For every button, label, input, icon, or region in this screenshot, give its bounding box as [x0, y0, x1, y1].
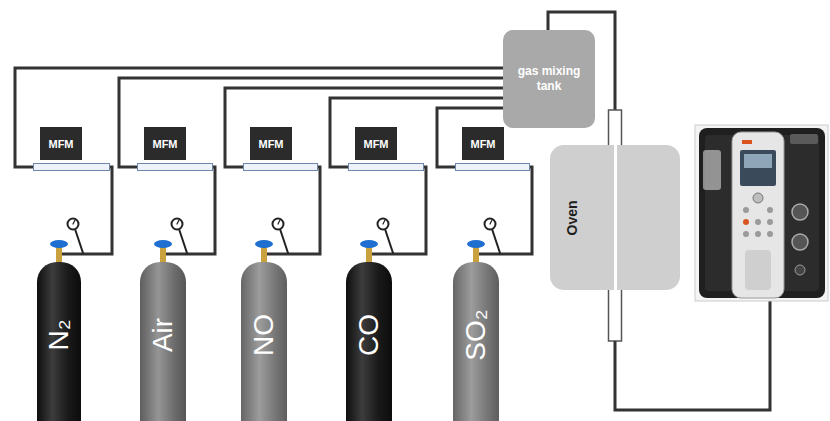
meter-bar [243, 163, 318, 171]
gas-name: CO [353, 314, 385, 356]
oven-tube-slot [614, 145, 617, 290]
meter-body: MFM [250, 127, 292, 160]
cylinder-valve [360, 219, 393, 263]
meter-bar [137, 163, 213, 171]
meter-body: MFM [462, 127, 504, 160]
gas-cylinder: NO [241, 262, 287, 421]
meter-label: MFM [470, 138, 495, 150]
meter-bar [33, 163, 110, 171]
gas-line [437, 108, 503, 167]
tank-label: gas mixing tank [516, 64, 582, 94]
meter-bar [455, 163, 530, 171]
mass-flow-meter: MFM [348, 127, 424, 171]
mass-flow-meter: MFM [137, 127, 213, 171]
meter-label: MFM [152, 138, 177, 150]
gas-cylinder: N₂ [37, 262, 81, 421]
oven-label: Oven [564, 200, 580, 235]
meter-body: MFM [355, 127, 397, 160]
sample-line [615, 300, 770, 410]
cylinder-valve [467, 219, 500, 263]
meter-label: MFM [363, 138, 388, 150]
gas-line [59, 167, 112, 262]
reactor-tube [609, 289, 622, 341]
connector-group [15, 12, 615, 262]
meter-body: MFM [40, 127, 82, 160]
gas-cylinder: CO [346, 262, 392, 421]
meter-body: MFM [144, 127, 186, 160]
reactor-tube [609, 110, 622, 146]
cylinder-valve [50, 219, 83, 263]
gas-cylinder: Air [140, 262, 186, 421]
gas-name: N₂ [43, 320, 75, 351]
gas-line [15, 68, 503, 167]
gas-cylinder: SO₂ [453, 262, 499, 421]
cylinder-valve [255, 219, 288, 263]
cylinder-valve [154, 219, 187, 263]
gas-line [476, 167, 532, 262]
meter-label: MFM [48, 138, 73, 150]
meter-label: MFM [258, 138, 283, 150]
valve-set [50, 219, 500, 263]
meter-bar [348, 163, 424, 171]
gas-name: Air [147, 318, 179, 352]
mixing-tank: gas mixing tank [503, 30, 595, 128]
gas-line [163, 167, 215, 262]
gas-line [330, 98, 503, 167]
oven-box: Oven [550, 145, 680, 290]
gas-line [264, 167, 320, 262]
gas-line [119, 78, 503, 167]
gas-analyzer [695, 125, 828, 301]
gas-name: NO [248, 314, 280, 356]
gas-line [369, 167, 426, 262]
gas-name: SO₂ [460, 309, 492, 360]
gas-line [225, 88, 503, 167]
mass-flow-meter: MFM [33, 127, 110, 171]
mass-flow-meter: MFM [243, 127, 318, 171]
mass-flow-meter: MFM [455, 127, 530, 171]
